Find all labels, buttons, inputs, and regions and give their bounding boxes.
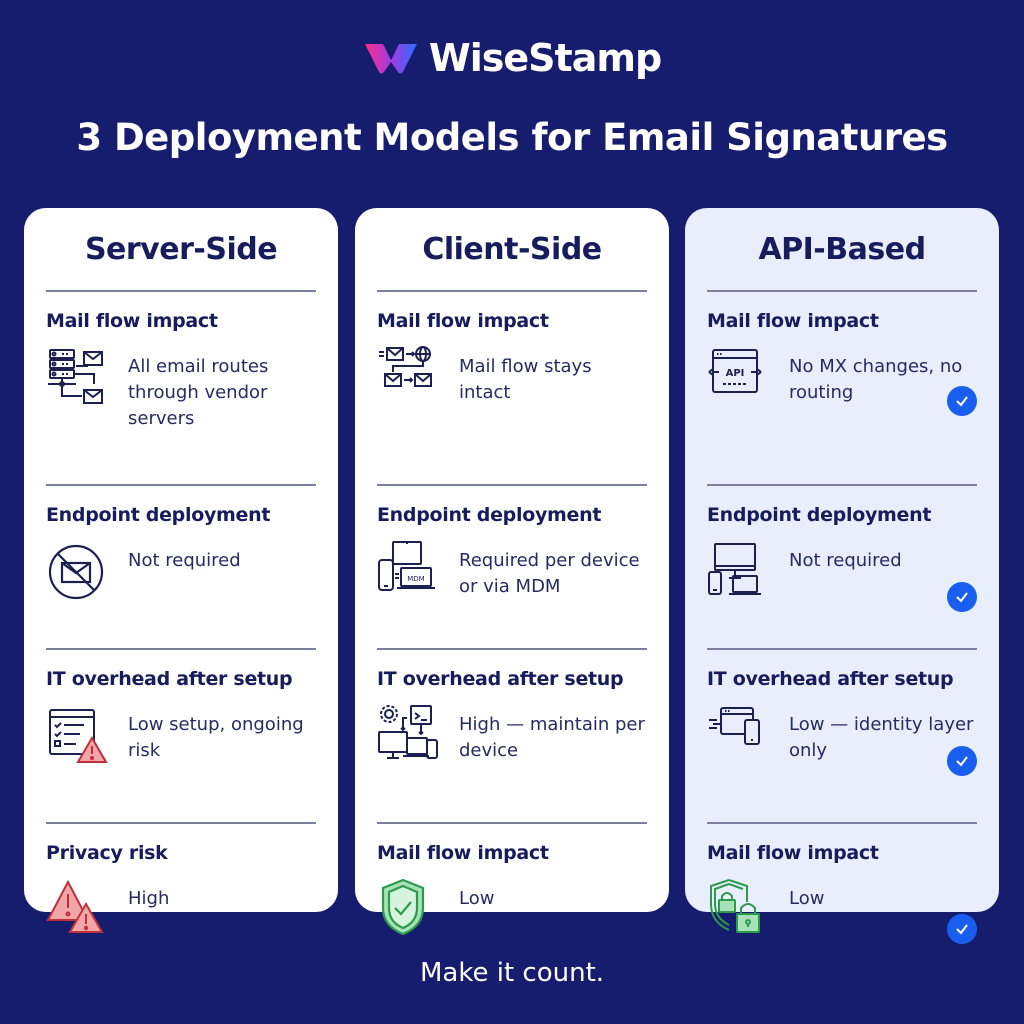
row-value: Low setup, ongoing risk xyxy=(128,714,304,761)
row-mail-flow-2: Mail flow impact Low xyxy=(707,842,977,944)
svg-text:API: API xyxy=(726,368,745,379)
double-warning-icon xyxy=(46,878,110,942)
checklist-warning-icon xyxy=(46,704,110,768)
api-window-icon: API xyxy=(707,346,771,410)
row-value: High — maintain per device xyxy=(459,714,645,761)
row-it-overhead: IT overhead after setup High — maintain … xyxy=(377,668,647,824)
wisestamp-logo-icon xyxy=(364,44,417,74)
row-privacy-risk: Privacy risk High xyxy=(46,842,316,942)
card-client-side: Client-Side Mail flow impact Mail flow s… xyxy=(355,208,669,936)
row-value: All email routes through vendor servers xyxy=(128,356,269,429)
check-icon xyxy=(947,746,977,776)
row-heading: Endpoint deployment xyxy=(377,504,602,526)
card-api-based: API-Based Mail flow impact API No MX cha… xyxy=(685,208,999,944)
check-icon xyxy=(947,582,977,612)
row-endpoint: Endpoint deployment Not required xyxy=(707,504,977,650)
check-icon xyxy=(947,914,977,944)
row-heading: Endpoint deployment xyxy=(707,504,932,526)
row-heading: Mail flow impact xyxy=(707,310,879,332)
row-value: Required per device or via MDM xyxy=(459,550,640,597)
row-value: Not required xyxy=(789,550,902,571)
row-heading: IT overhead after setup xyxy=(707,668,954,690)
page-title: 3 Deployment Models for Email Signatures xyxy=(76,116,948,159)
row-heading: Endpoint deployment xyxy=(46,504,271,526)
card-title: API-Based xyxy=(707,208,977,292)
row-mail-flow-2: Mail flow impact Low xyxy=(377,842,647,942)
row-heading: Privacy risk xyxy=(46,842,168,864)
row-value: Low xyxy=(459,888,495,909)
check-icon xyxy=(947,386,977,416)
row-value: Low xyxy=(789,888,825,909)
row-mail-flow: Mail flow impact Mail flow stays intact xyxy=(377,310,647,486)
card-server-side: Server-Side Mail flow impact All email r… xyxy=(24,208,338,933)
row-endpoint: Endpoint deployment Not required xyxy=(46,504,316,650)
row-heading: Mail flow impact xyxy=(46,310,218,332)
row-value: Not required xyxy=(128,550,241,571)
row-it-overhead: IT overhead after setup Low — identity l… xyxy=(707,668,977,824)
no-mail-icon xyxy=(46,540,110,604)
row-heading: IT overhead after setup xyxy=(377,668,624,690)
row-heading: Mail flow impact xyxy=(377,842,549,864)
row-value: Mail flow stays intact xyxy=(459,356,592,403)
card-title: Client-Side xyxy=(377,208,647,292)
svg-text:MDM: MDM xyxy=(407,575,424,583)
shield-check-icon xyxy=(377,878,441,942)
card-title: Server-Side xyxy=(46,208,316,292)
shield-locks-icon xyxy=(707,878,771,942)
row-value: High xyxy=(128,888,170,909)
window-phone-icon xyxy=(707,704,771,768)
row-mail-flow: Mail flow impact API No MX changes, no r… xyxy=(707,310,977,486)
row-value: No MX changes, no routing xyxy=(789,356,963,403)
row-it-overhead: IT overhead after setup Low setup, ongoi… xyxy=(46,668,316,824)
mail-globe-flow-icon xyxy=(377,346,441,410)
devices-maintenance-icon xyxy=(377,704,441,768)
row-heading: Mail flow impact xyxy=(377,310,549,332)
row-endpoint: Endpoint deployment MDM Required per dev… xyxy=(377,504,647,650)
brand-name: WiseStamp xyxy=(428,36,662,80)
brand-logo: WiseStamp xyxy=(0,36,1024,80)
row-heading: Mail flow impact xyxy=(707,842,879,864)
row-heading: IT overhead after setup xyxy=(46,668,293,690)
row-mail-flow: Mail flow impact All email routes throug… xyxy=(46,310,316,486)
mdm-devices-icon: MDM xyxy=(377,540,441,604)
tagline: Make it count. xyxy=(419,958,605,988)
server-routing-icon xyxy=(46,346,110,410)
row-value: Low — identity layer only xyxy=(789,714,974,761)
devices-icon xyxy=(707,540,771,604)
